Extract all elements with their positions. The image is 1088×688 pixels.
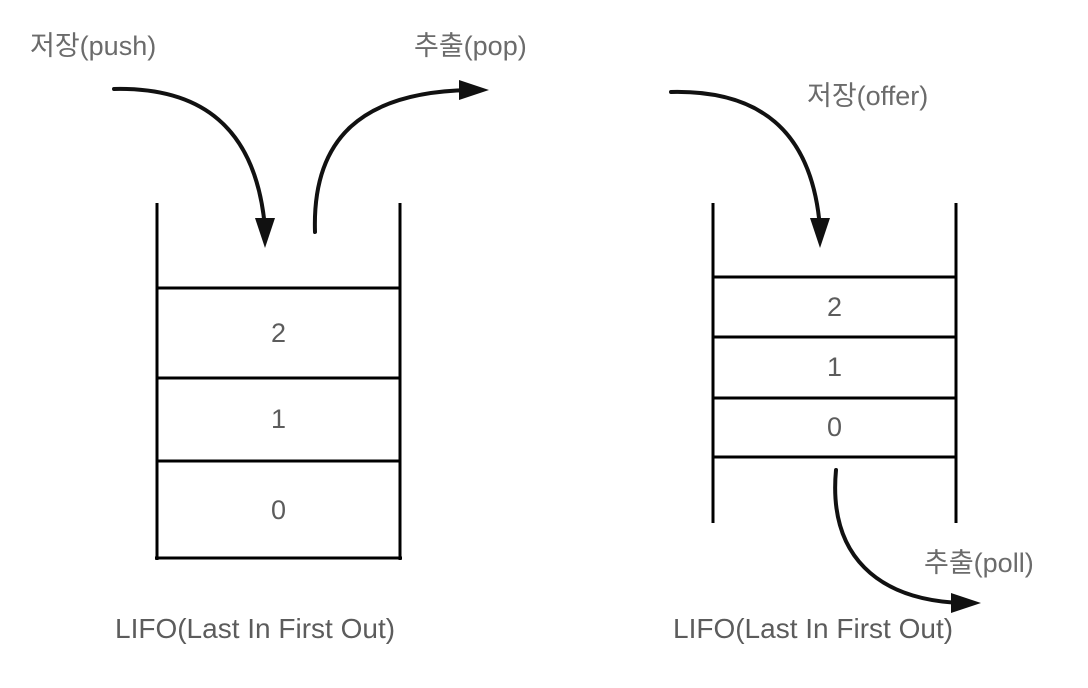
offer-arrow-head [810, 218, 830, 248]
stack-push-label: 저장(push) [30, 31, 157, 61]
push-arrow-head [255, 218, 275, 248]
poll-arrow [833, 468, 981, 613]
queue-poll-label: 추출(poll) [924, 548, 1034, 578]
queue-cell-value: 0 [826, 412, 843, 442]
stack-cell-value: 1 [270, 404, 287, 434]
push-arrow-path [112, 86, 267, 230]
stack-pop-label: 추출(pop) [414, 31, 527, 61]
queue-offer-label: 저장(offer) [807, 81, 929, 111]
push-arrow [112, 86, 275, 248]
queue-cell-value: 2 [826, 292, 843, 322]
offer-arrow [669, 89, 830, 248]
poll-arrow-head [951, 593, 981, 613]
stack-cell-value: 2 [270, 318, 287, 348]
stack-caption: LIFO(Last In First Out) [115, 613, 396, 644]
stack-cell-value: 0 [270, 495, 287, 525]
poll-arrow-path [833, 468, 964, 605]
queue-cell-value: 1 [826, 352, 843, 382]
queue-caption: LIFO(Last In First Out) [673, 613, 954, 644]
stack-container [155, 203, 402, 560]
offer-arrow-path [669, 89, 822, 230]
pop-arrow-head [459, 80, 489, 100]
pop-arrow-path [312, 88, 472, 234]
queue-container [711, 203, 958, 523]
pop-arrow [312, 80, 489, 234]
